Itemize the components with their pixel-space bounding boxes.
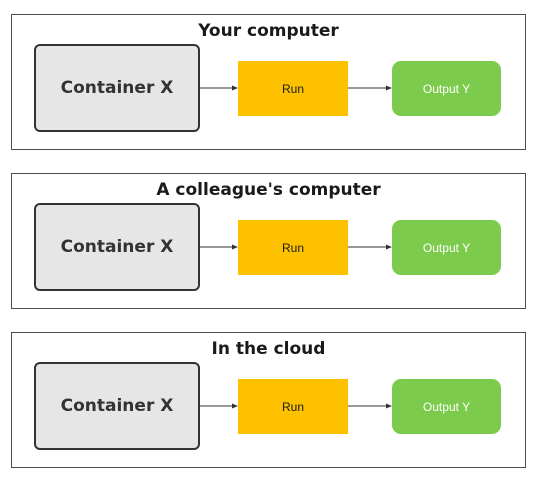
arrow-right-icon: [200, 85, 238, 91]
container-x-box: Container X: [34, 44, 200, 132]
panel-title: A colleague's computer: [156, 180, 381, 200]
arrow-right-icon: [348, 403, 392, 409]
panel-title: In the cloud: [211, 339, 326, 359]
arrow-right-icon: [348, 244, 392, 250]
run-box: Run: [238, 61, 348, 116]
container-x-box: Container X: [34, 203, 200, 291]
panel-colleague-computer: A colleague's computer Container X Run O…: [11, 173, 526, 309]
container-x-box: Container X: [34, 362, 200, 450]
arrow-right-icon: [348, 85, 392, 91]
arrow-right-icon: [200, 403, 238, 409]
panel-in-the-cloud: In the cloud Container X Run Output Y: [11, 332, 526, 468]
output-y-box: Output Y: [392, 61, 501, 116]
run-box: Run: [238, 220, 348, 275]
panel-title: Your computer: [198, 21, 339, 41]
panel-your-computer: Your computer Container X Run Output Y: [11, 14, 526, 150]
run-box: Run: [238, 379, 348, 434]
arrow-right-icon: [200, 244, 238, 250]
output-y-box: Output Y: [392, 220, 501, 275]
output-y-box: Output Y: [392, 379, 501, 434]
